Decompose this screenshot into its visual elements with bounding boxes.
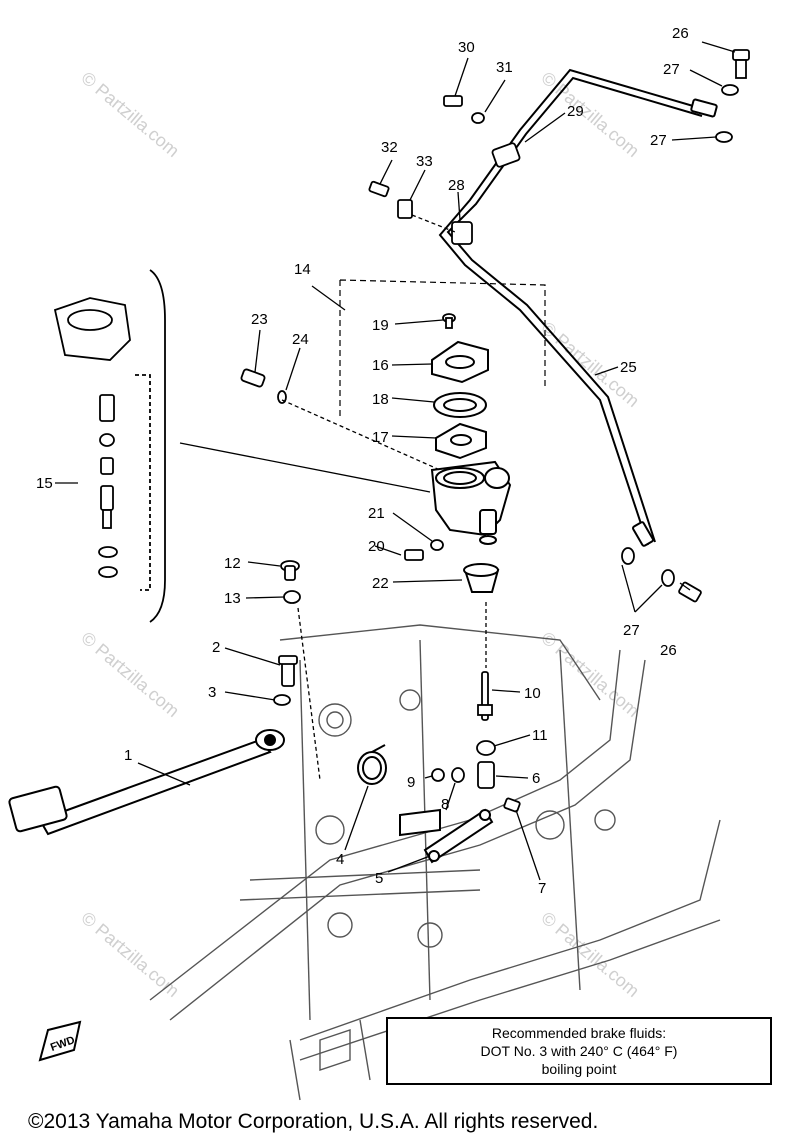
screw (240, 368, 287, 404)
part-label: 10 (524, 685, 541, 702)
part-label: 28 (448, 177, 465, 194)
union-bolt-upper (732, 49, 750, 79)
watermark: © Partzilla.com (537, 628, 643, 721)
master-cylinder (430, 460, 512, 545)
clevis-assembly (431, 761, 521, 813)
inset-master-cylinder-kit (53, 269, 166, 623)
part-label: 5 (375, 870, 383, 887)
part-label: 8 (441, 796, 449, 813)
part-label: 27 (663, 61, 680, 78)
part-numbers: 1 2 3 4 5 6 7 8 9 10 11 12 13 14 15 16 1… (36, 25, 689, 897)
return-spring (357, 744, 387, 785)
dust-boot (463, 563, 500, 593)
part-label: 29 (567, 103, 584, 120)
part-label: 19 (372, 317, 389, 334)
part-label: 1 (124, 747, 132, 764)
push-rod (476, 671, 496, 756)
brake-hose (438, 68, 718, 547)
part-label: 4 (336, 851, 344, 868)
part-label: 32 (381, 139, 398, 156)
watermark: © Partzilla.com (537, 68, 643, 161)
part-label: 20 (368, 538, 385, 555)
part-label: 6 (532, 770, 540, 787)
part-label: 17 (372, 429, 389, 446)
diaphragm-holder (435, 422, 487, 460)
reservoir-cap (431, 340, 489, 384)
part-label: 14 (294, 261, 311, 278)
watermarks: © Partzilla.com © Partzilla.com © Partzi… (77, 68, 643, 1001)
part-label: 31 (496, 59, 513, 76)
brake-pedal (8, 729, 285, 836)
clamp-bolts (368, 95, 485, 198)
part-label: 2 (212, 639, 220, 656)
part-label: 27 (650, 132, 667, 149)
part-label: 26 (672, 25, 689, 42)
part-label: 30 (458, 39, 475, 56)
part-label: 7 (538, 880, 546, 897)
forward-arrow: FWD (38, 1020, 82, 1062)
group-bracket-14 (339, 279, 546, 420)
part-label: 18 (372, 391, 389, 408)
note-line-1: Recommended brake fluids: (491, 1025, 667, 1041)
part-label: 21 (368, 505, 385, 522)
part-label: 9 (407, 774, 415, 791)
pedal-bolt (278, 655, 298, 687)
frame-outline (149, 624, 721, 1101)
union-bolt-lower (678, 581, 702, 603)
part-label: 25 (620, 359, 637, 376)
cap-screw (442, 313, 456, 329)
pedal-washer (273, 694, 291, 706)
diaphragm (433, 392, 487, 418)
brake-fluid-note: Recommended brake fluids: DOT No. 3 with… (386, 1017, 772, 1085)
note-line-2: DOT No. 3 with 240° C (464° F) (480, 1043, 678, 1059)
part-label: 33 (416, 153, 433, 170)
part-label: 27 (623, 622, 640, 639)
part-label: 11 (532, 727, 548, 744)
leader-lines (55, 41, 736, 881)
part-label: 26 (660, 642, 677, 659)
brake-shaft-lever (399, 808, 494, 864)
part-label: 15 (36, 475, 53, 492)
hose-clamps (397, 142, 521, 245)
part-label: 24 (292, 331, 309, 348)
part-label: 23 (251, 311, 268, 328)
watermark: © Partzilla.com (77, 628, 183, 721)
cylinder-mount-bolt (404, 539, 444, 561)
part-label: 13 (224, 590, 241, 607)
copyright-text: ©2013 Yamaha Motor Corporation, U.S.A. A… (28, 1110, 599, 1133)
part-label: 12 (224, 555, 241, 572)
part-label: 3 (208, 684, 216, 701)
watermark: © Partzilla.com (77, 68, 183, 161)
note-line-3: boiling point (541, 1061, 617, 1077)
part-label: 16 (372, 357, 389, 374)
part-label: 22 (372, 575, 389, 592)
master-cylinder-bolt (280, 560, 301, 604)
copper-washers (621, 84, 739, 587)
